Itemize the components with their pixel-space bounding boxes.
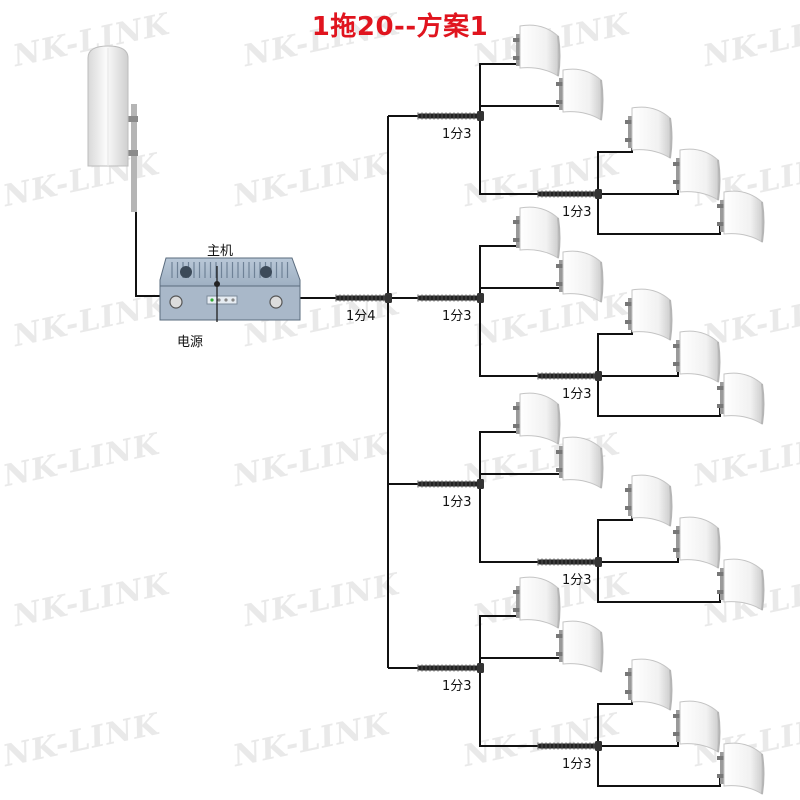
cable <box>597 746 721 787</box>
cable <box>479 466 561 484</box>
cable <box>597 376 721 417</box>
cable <box>479 668 598 747</box>
cable <box>135 200 160 297</box>
splitter-icon <box>335 293 392 303</box>
panel-antenna-icon <box>625 288 673 341</box>
splitter-icon <box>417 293 484 303</box>
panel-antenna-icon <box>673 330 721 383</box>
panel-antenna-icon <box>717 742 765 795</box>
panel-antenna-icon <box>673 516 721 569</box>
splitter-icon <box>537 371 602 381</box>
splitter-icon <box>537 189 602 199</box>
splitter-icon <box>417 111 484 121</box>
cable <box>479 298 598 377</box>
panel-antenna-icon <box>717 558 765 611</box>
splitter-label-1to4: 1分4 <box>346 309 376 324</box>
cable <box>597 688 633 746</box>
antenna-layer <box>513 24 765 795</box>
cable <box>479 116 598 195</box>
cable <box>597 562 721 603</box>
splitter-icon <box>417 663 484 673</box>
panel-antenna-icon <box>673 148 721 201</box>
panel-antenna-icon <box>673 700 721 753</box>
panel-antenna-icon <box>625 474 673 527</box>
panel-antenna-icon <box>513 206 561 259</box>
panel-antenna-icon <box>556 68 604 121</box>
splitter-icon <box>417 479 484 489</box>
splitter-label-1to3: 1分3 <box>562 757 592 772</box>
panel-antenna-icon <box>717 190 765 243</box>
panel-antenna-icon <box>625 658 673 711</box>
host-label: 主机 <box>207 244 234 259</box>
cable <box>597 504 633 562</box>
cable <box>479 98 561 116</box>
splitter-icon <box>537 557 602 567</box>
cable <box>598 180 679 195</box>
panel-antenna-icon <box>513 24 561 77</box>
panel-antenna-icon <box>556 250 604 303</box>
repeater-unit-icon <box>159 257 301 322</box>
cable <box>597 136 633 194</box>
cable <box>598 548 679 563</box>
panel-antenna-icon <box>513 576 561 629</box>
splitter-label-1to3: 1分3 <box>442 495 472 510</box>
cable <box>479 484 598 563</box>
splitter-label-1to3: 1分3 <box>562 205 592 220</box>
equipment-layer <box>87 45 301 322</box>
splitter-label-1to3: 1分3 <box>442 309 472 324</box>
splitter-label-1to3: 1分3 <box>562 387 592 402</box>
cable <box>598 732 679 747</box>
cable <box>598 362 679 377</box>
panel-antenna-icon <box>556 620 604 673</box>
page-title: 1拖20--方案1 <box>311 12 489 42</box>
splitter-layer <box>335 111 602 751</box>
cable <box>597 194 721 235</box>
cable <box>479 280 561 298</box>
cable <box>597 318 633 376</box>
panel-antenna-icon <box>717 372 765 425</box>
cable <box>479 650 561 668</box>
splitter-label-1to3: 1分3 <box>442 127 472 142</box>
splitter-icon <box>537 741 602 751</box>
sector-antenna-icon <box>87 45 138 212</box>
splitter-label-1to3: 1分3 <box>562 573 592 588</box>
power-label: 电源 <box>177 335 204 350</box>
splitter-label-1to3: 1分3 <box>442 679 472 694</box>
panel-antenna-icon <box>556 436 604 489</box>
panel-antenna-icon <box>625 106 673 159</box>
panel-antenna-icon <box>513 392 561 445</box>
